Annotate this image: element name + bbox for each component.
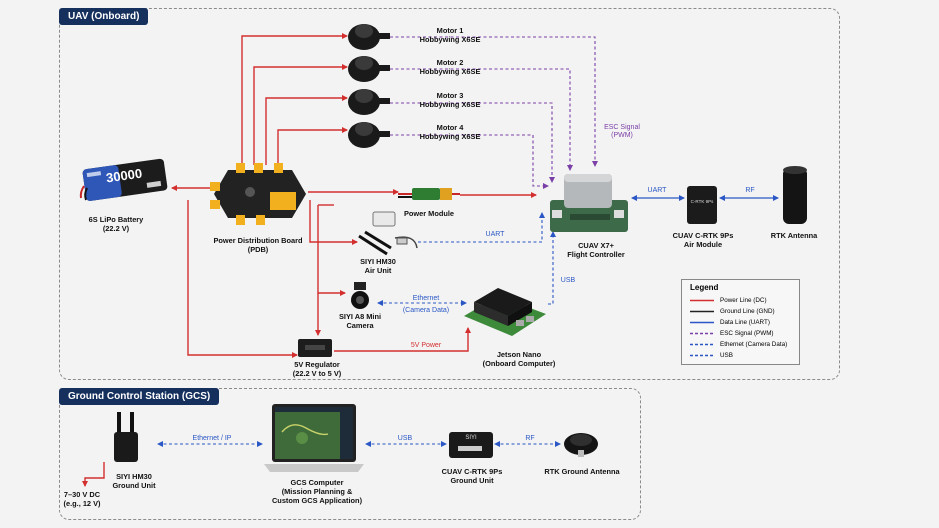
legend-title: Legend [690,283,719,292]
flight-controller-label: CUAV X7+Flight Controller [567,241,625,259]
esc-line-3 [390,102,555,183]
regulator-label: 5V Regulator(22.2 V to 5 V) [292,360,342,378]
legend-item-usb: USB [690,352,733,359]
esc-line-2 [390,68,573,171]
regulator-device [297,337,333,359]
legend: Legend Power Line (DC) Ground Line (GND)… [681,279,800,365]
siyi-ground-unit-device [112,410,140,464]
gcs-computer-label: GCS Computer(Mission Planning &Custom GC… [271,478,363,505]
pdb-device [210,160,310,228]
power-line-reg-in [187,200,298,358]
uart-siyi-fc-label: UART [485,231,505,238]
gcs-section-title: Ground Control Station (GCS) [59,388,220,405]
ground-power-label: 7–30 V DC(e.g., 12 V) [63,490,101,508]
rtk-air-module-device: C-RTK 9Ps [686,185,718,225]
legend-item-esc: ESC Signal (PWM) [690,330,774,337]
power-module-label: Power Module [403,209,455,218]
motor-1-device [346,19,390,51]
battery-device: 30000 [78,158,170,202]
pdb-label: Power Distribution Board(PDB) [213,236,303,254]
five-v-power-label: 5V Power [410,342,442,349]
usb-gcs-label: USB [397,435,413,442]
gcs-computer-device [262,402,366,476]
power-line-motor4 [277,127,348,165]
esc-line-4 [390,134,549,189]
rf-ground-label: RF [525,435,535,442]
uav-section-title: UAV (Onboard) [59,8,149,25]
rtk-ground-device-text: SIYI [465,435,477,441]
motor-2-device [346,51,390,83]
rf-air-label: RF [745,187,755,194]
gcs-section-frame [59,388,641,520]
rtk-ground-unit-device: SIYI [448,430,494,460]
power-line-motor2 [253,64,348,165]
rtk-ground-antenna-label: RTK Ground Antenna [544,467,620,476]
usb-line-jetson-fc [548,231,556,305]
rtk-ground-antenna-device [562,430,600,458]
power-line-pdb-siyi [309,200,358,245]
legend-item-ethernet: Ethernet (Camera Data) [690,341,788,348]
power-line-motor3 [265,95,348,165]
usb-jetson-fc-label: USB [560,277,576,284]
rtk-antenna-label: RTK Antenna [770,231,818,240]
esc-signal-label: ESC Signal(PWM) [604,124,640,139]
ethernet-ip-label: Ethernet / IP [192,435,232,442]
uav-section-frame [59,8,840,380]
power-line-ground-unit [82,462,105,487]
jetson-device [460,280,548,346]
legend-item-ground: Ground Line (GND) [690,308,775,315]
power-line-5v [334,327,471,352]
rtk-antenna-device [780,164,810,226]
ethernet-label: Ethernet(Camera Data) [402,295,450,314]
esc-line-1 [390,36,598,167]
power-line-motor1 [241,33,348,165]
uart-line-siyi-fc [418,212,545,243]
battery-label: 6S LiPo Battery(22.2 V) [88,215,144,233]
motor-3-device [346,84,390,116]
uart-fc-rtk-label: UART [647,187,667,194]
rtk-air-device-text: C-RTK 9Ps [690,199,714,204]
camera-device [346,281,376,311]
flight-controller-device [546,170,632,236]
jetson-label: Jetson Nano(Onboard Computer) [482,350,556,368]
legend-item-uart: Data Line (UART) [690,319,770,326]
legend-item-power: Power Line (DC) [690,297,767,304]
siyi-air-unit-device [357,208,419,258]
power-line-pdb-camera [317,205,346,296]
motor-4-device [346,117,390,149]
power-module-device [398,182,460,204]
